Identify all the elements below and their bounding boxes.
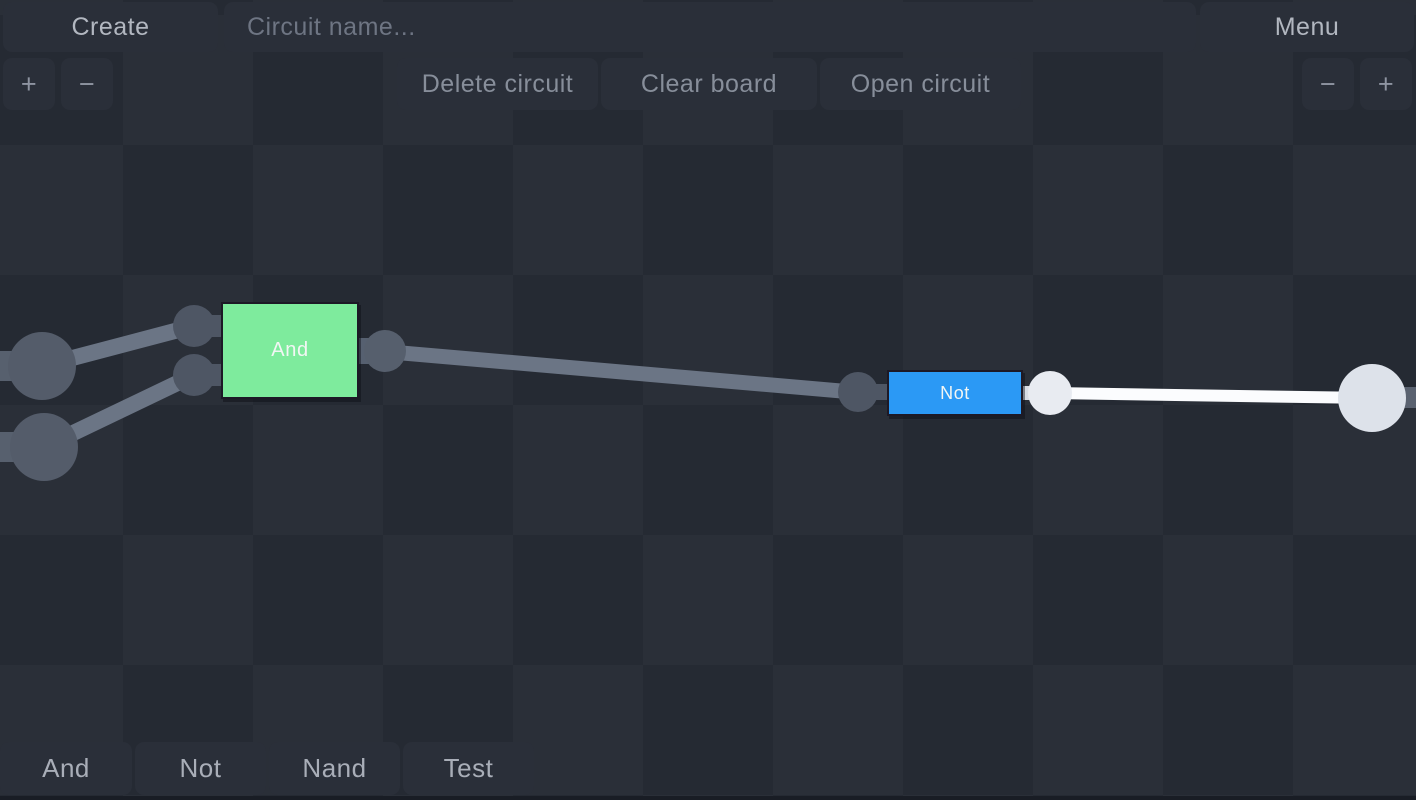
node-and-in-2[interactable]	[173, 354, 215, 396]
menu-button[interactable]: Menu	[1200, 2, 1414, 52]
node-output-lamp[interactable]	[1338, 364, 1406, 432]
delete-circuit-button[interactable]: Delete circuit	[397, 58, 598, 110]
node-not-out[interactable]	[1028, 371, 1072, 415]
zoom-in-left-button[interactable]: +	[3, 58, 55, 110]
open-circuit-button[interactable]: Open circuit	[820, 58, 1021, 110]
node-input-a[interactable]	[8, 332, 76, 400]
and-gate[interactable]: And	[221, 302, 359, 399]
node-input-b[interactable]	[10, 413, 78, 481]
zoom-in-right-button[interactable]: +	[1360, 58, 1412, 110]
create-button[interactable]: Create	[3, 2, 218, 52]
palette-item-not[interactable]: Not	[135, 742, 266, 795]
palette-item-test[interactable]: Test	[403, 742, 534, 795]
wire-notOut-to-lamp[interactable]	[1049, 387, 1375, 405]
not-gate[interactable]: Not	[887, 370, 1023, 416]
not-gate-label: Not	[940, 382, 970, 403]
bottom-edge-strip	[0, 796, 1416, 800]
palette-item-nand[interactable]: Nand	[269, 742, 400, 795]
and-gate-label: And	[271, 339, 309, 361]
node-and-out[interactable]	[364, 330, 406, 372]
node-not-in[interactable]	[838, 372, 878, 412]
circuit-name-input[interactable]	[224, 2, 1196, 52]
clear-board-button[interactable]: Clear board	[601, 58, 817, 110]
zoom-out-right-button[interactable]: −	[1302, 58, 1354, 110]
palette-item-and[interactable]: And	[0, 742, 132, 795]
wire-andOut-to-notIn[interactable]	[384, 344, 859, 400]
zoom-out-left-button[interactable]: −	[61, 58, 113, 110]
node-and-in-1[interactable]	[173, 305, 215, 347]
